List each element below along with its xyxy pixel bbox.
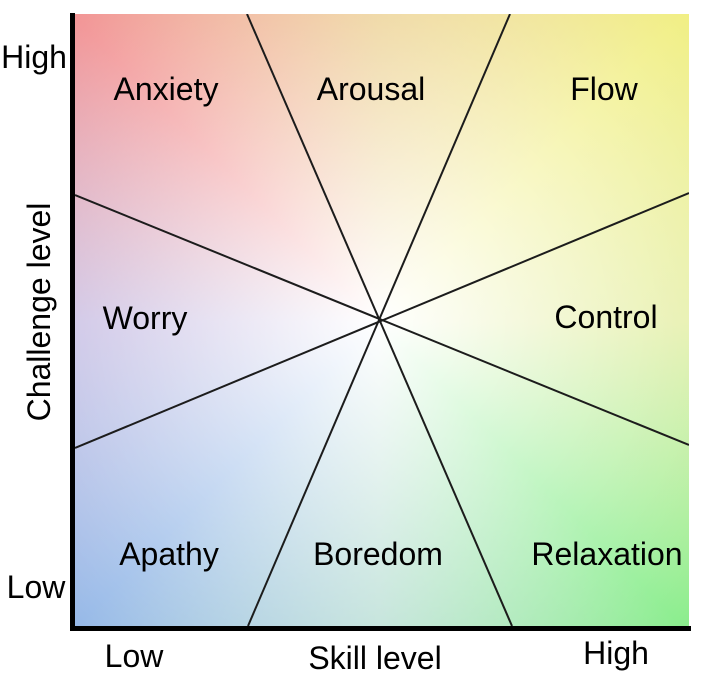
boundary-line-worry-anxiety-control-relaxation [75, 194, 689, 446]
flow-diagram-plot-area: Anxiety Arousal Flow Worry Control Apath… [75, 14, 689, 626]
y-axis-title: Challenge level [21, 202, 57, 422]
y-axis-tick-low: Low [6, 569, 66, 605]
region-label-anxiety: Anxiety [113, 71, 219, 107]
region-label-worry: Worry [102, 300, 188, 336]
sector-boundary-lines [75, 14, 689, 626]
region-label-control: Control [554, 299, 658, 335]
region-label-flow: Flow [570, 71, 638, 107]
region-label-apathy: Apathy [119, 536, 219, 572]
region-label-arousal: Arousal [316, 71, 426, 107]
region-label-relaxation: Relaxation [531, 536, 683, 572]
y-axis-tick-high: High [1, 39, 67, 75]
x-axis-title: Skill level [308, 640, 442, 676]
region-label-boredom: Boredom [313, 536, 443, 572]
x-axis-line [70, 626, 691, 631]
x-axis-tick-low: Low [104, 638, 164, 674]
x-axis-tick-high: High [583, 635, 649, 671]
y-axis-line [70, 13, 75, 630]
boundary-line-arousal-flow-apathy [247, 14, 511, 626]
